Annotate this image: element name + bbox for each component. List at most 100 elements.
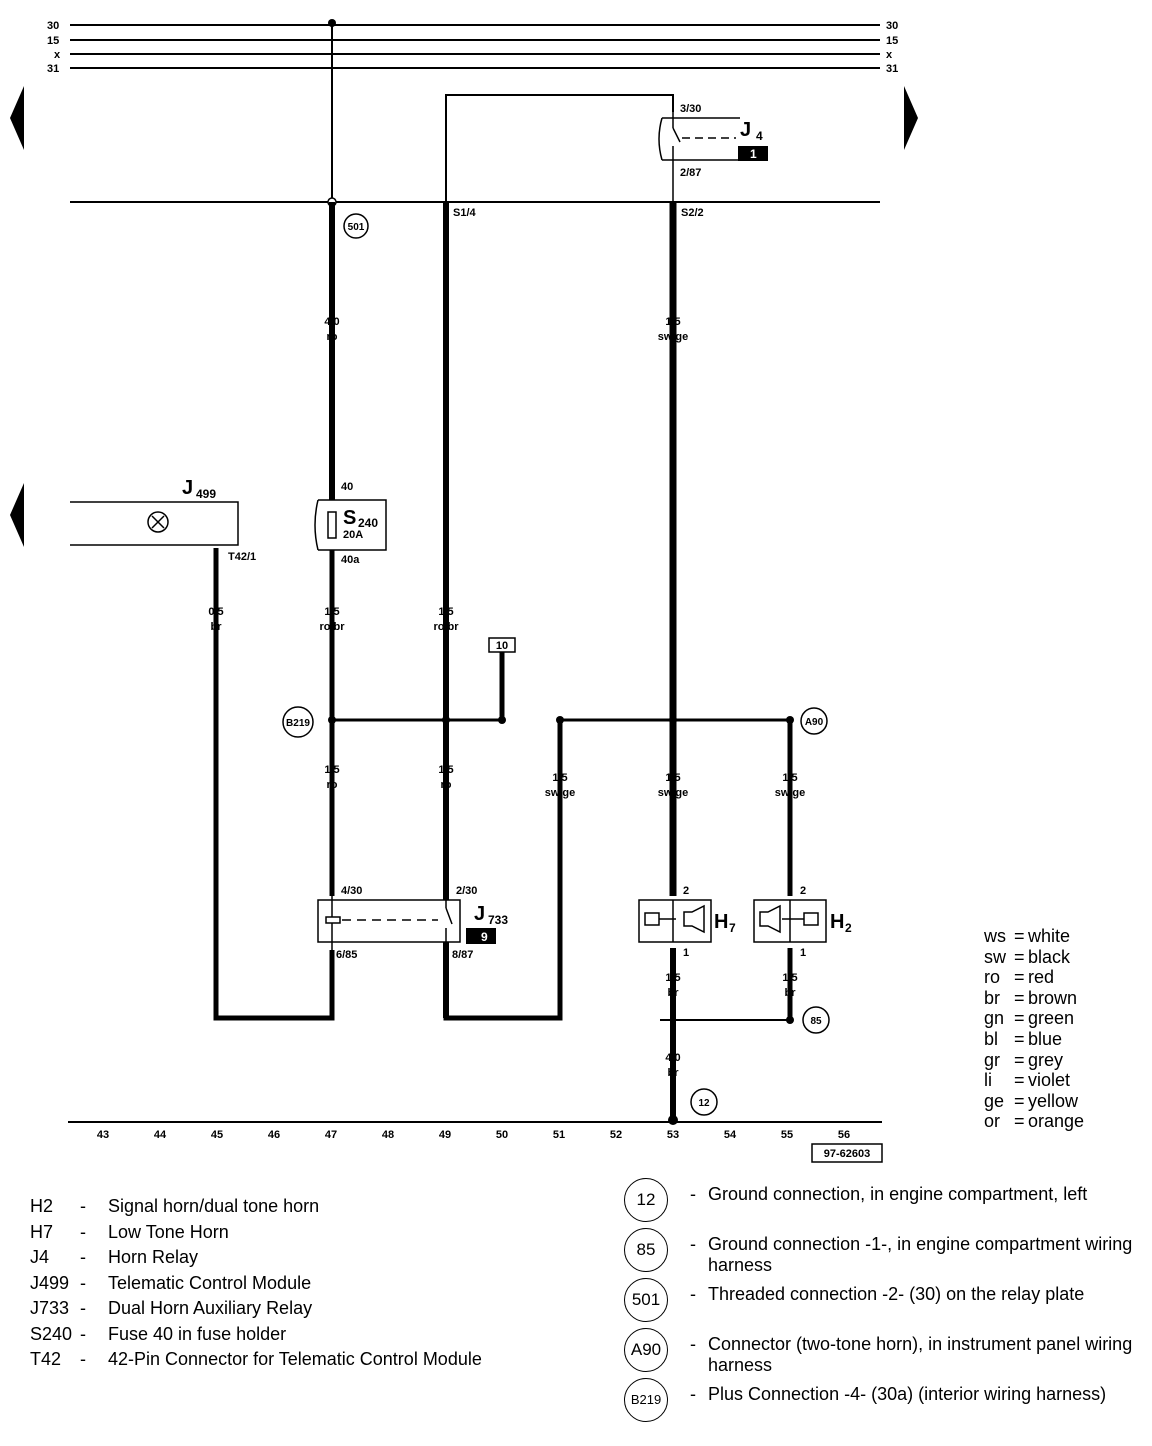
wire-color: ro — [441, 779, 452, 791]
grid-number: 54 — [724, 1129, 737, 1141]
grid-number: 46 — [268, 1129, 280, 1141]
component-row: J4-Horn Relay — [30, 1247, 199, 1267]
grid-numbers: 43 44 45 46 47 48 49 50 51 52 53 54 55 5… — [97, 1129, 850, 1141]
rail-left-x: x — [54, 49, 61, 61]
grid-number: 48 — [382, 1129, 394, 1141]
box-ref-text: 10 — [496, 640, 508, 652]
legend-row: br=brown — [984, 987, 1078, 1008]
junction-30 — [328, 19, 336, 27]
wire-size: 1.5 — [782, 772, 797, 784]
connection-id-circle: 85 — [624, 1228, 668, 1272]
j733-pin-a: 4/30 — [341, 885, 362, 897]
wires — [213, 202, 793, 1124]
conn-b219-text: B219 — [286, 718, 310, 729]
wire-size: 4.0 — [665, 1052, 680, 1064]
rail-right-15: 15 — [886, 35, 898, 47]
j733-pin-b: 2/30 — [456, 885, 477, 897]
conn-b219-circle — [282, 706, 314, 738]
component-row: S240-Fuse 40 in fuse holder — [30, 1323, 287, 1344]
wire-size: 1.5 — [782, 972, 797, 984]
component-row: H2-Signal horn/dual tone horn — [30, 1196, 320, 1216]
component-row: J499-Telematic Control Module — [30, 1272, 312, 1293]
horn-h2 — [753, 899, 827, 943]
fuse-s240 — [314, 499, 387, 551]
connection-row: A90 - Connector (two-tone horn), in inst… — [620, 1328, 1140, 1378]
h2-label: H — [830, 911, 844, 933]
grid-number: 43 — [97, 1129, 109, 1141]
j499-label: J — [182, 477, 193, 499]
grid-number: 50 — [496, 1129, 508, 1141]
wire-size: 1.5 — [665, 772, 680, 784]
rail-right-31: 31 — [886, 63, 898, 75]
conn-501-text: 501 — [348, 222, 365, 233]
connection-id-circle: 501 — [624, 1278, 668, 1322]
wire-color: sw/ge — [545, 787, 576, 799]
j733-pin-c: 6/85 — [336, 949, 357, 961]
legend-row: ws=white — [984, 926, 1071, 946]
grid-number: 49 — [439, 1129, 451, 1141]
j4-badge: 1 — [750, 147, 757, 161]
legend-row: gr=grey — [984, 1049, 1064, 1070]
power-rails — [70, 24, 880, 69]
wire-size: 1.5 — [665, 316, 680, 328]
wire-color: ro/br — [319, 621, 345, 633]
connection-id-circle: A90 — [624, 1328, 668, 1372]
h7-pin-bottom: 1 — [683, 947, 689, 959]
connection-row: B219 - Plus Connection -4- (30a) (interi… — [620, 1378, 1140, 1428]
conn-85-circle — [802, 1006, 830, 1034]
wire-color: ro/br — [433, 621, 459, 633]
h2-sub: 2 — [845, 921, 852, 935]
nav-right-arrow-top[interactable] — [904, 86, 918, 150]
fuse-label: S — [343, 507, 356, 529]
fuse-sub: 240 — [358, 516, 378, 530]
fuse-pin-in: 40 — [341, 481, 353, 493]
grid-number: 44 — [154, 1129, 167, 1141]
pin-s1-4: S1/4 — [453, 207, 477, 219]
j4-pin-bottom: 2/87 — [680, 167, 701, 179]
h2-pin-top: 2 — [800, 885, 806, 897]
conn-12-circle — [690, 1088, 718, 1116]
h7-label: H — [714, 911, 728, 933]
drawing-id: 97-62603 — [824, 1148, 871, 1160]
grid-number: 55 — [781, 1129, 793, 1141]
wire-size: 1.5 — [552, 772, 567, 784]
pin-s2-2: S2/2 — [681, 207, 704, 219]
conn-501-circle — [343, 213, 369, 239]
connection-row: 12 - Ground connection, in engine compar… — [620, 1178, 1140, 1228]
rail-left-31: 31 — [47, 63, 59, 75]
wire-color: br — [211, 621, 223, 633]
wire-color: ro — [327, 779, 338, 791]
wire-size: 4.0 — [324, 316, 339, 328]
conn-85-text: 85 — [810, 1016, 822, 1027]
j4-label: J — [740, 119, 751, 141]
j733-badge: 9 — [481, 930, 488, 944]
rail-right-x: x — [886, 49, 893, 61]
wiring-diagram: 30 15 x 31 30 15 x 31 J 4 1 3/30 2/87 S1… — [10, 19, 918, 1163]
wire-size: 1.5 — [324, 606, 339, 618]
wire-color: sw/ge — [658, 331, 689, 343]
wire-size: 0.5 — [208, 606, 223, 618]
connection-legend: 12 - Ground connection, in engine compar… — [620, 1178, 1140, 1428]
wire-size: 1.5 — [324, 764, 339, 776]
grid-number: 53 — [667, 1129, 679, 1141]
component-legend: H2-Signal horn/dual tone horn H7-Low Ton… — [30, 1196, 590, 1375]
nav-left-arrow-mid[interactable] — [10, 483, 24, 547]
h7-sub: 7 — [729, 921, 736, 935]
conn-a90-text: A90 — [805, 717, 824, 728]
horn-h7 — [638, 899, 712, 943]
legend-row: ro=red — [984, 967, 1055, 988]
legend-row: li=violet — [984, 1070, 1071, 1091]
drawing-id-box — [811, 1143, 883, 1163]
h2-pin-bottom: 1 — [800, 947, 806, 959]
j733-sub: 733 — [488, 913, 508, 927]
wire-color: br — [668, 987, 680, 999]
j733-pin-d: 8/87 — [452, 949, 473, 961]
connection-id-circle: B219 — [624, 1378, 668, 1422]
box-ref-10 — [488, 637, 516, 653]
rail-left-30: 30 — [47, 20, 59, 32]
legend-row: or=orange — [984, 1111, 1085, 1132]
connection-row: 501 - Threaded connection -2- (30) on th… — [620, 1278, 1140, 1328]
nav-left-arrow-top[interactable] — [10, 86, 24, 150]
fuse-pin-out: 40a — [341, 554, 360, 566]
conn-12-text: 12 — [698, 1098, 710, 1109]
